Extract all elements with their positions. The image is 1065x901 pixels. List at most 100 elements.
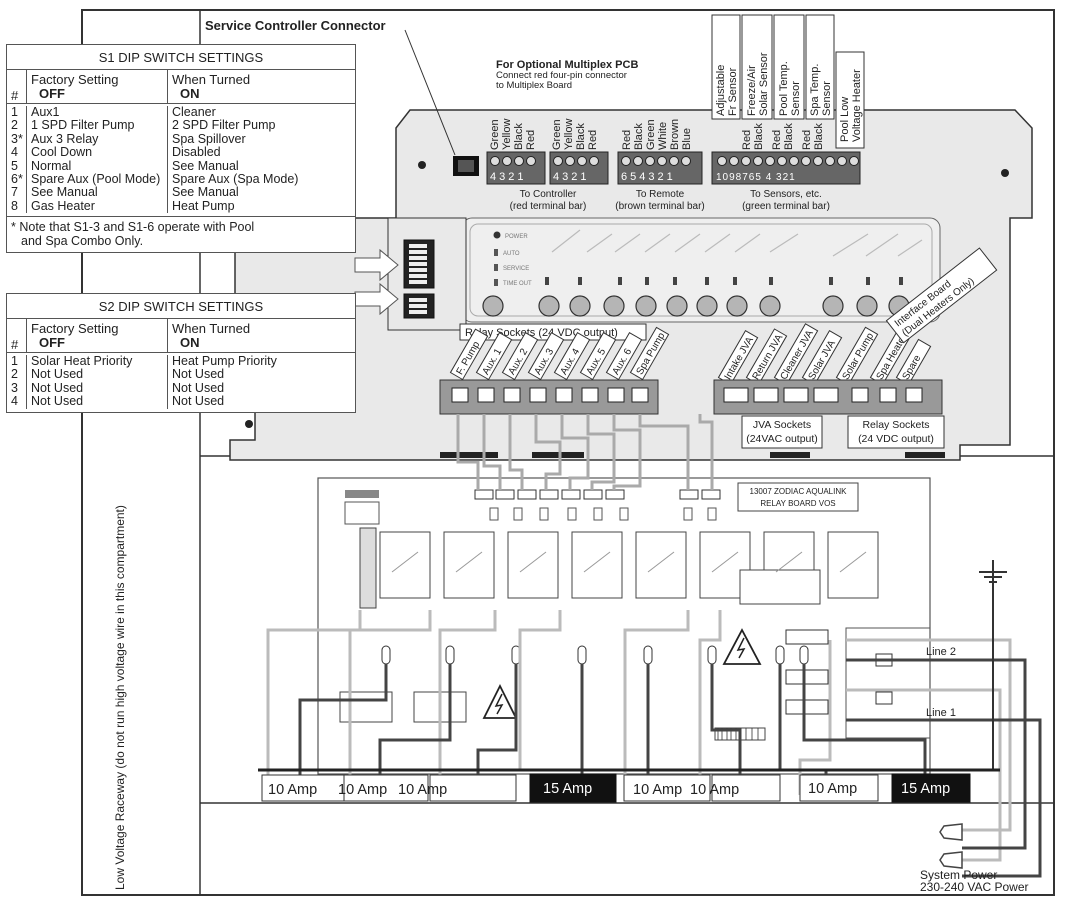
tb2-wire: Black <box>575 123 587 150</box>
table-row: 6*Spare Aux (Pool Mode)Spare Aux (Spa Mo… <box>7 172 355 187</box>
breaker-label: 10 Amp <box>268 782 317 798</box>
sensor-label: Solar Sensor <box>758 52 770 116</box>
turned-on-setting: Heat Pump <box>172 198 235 213</box>
s1-col-turned-sub: ON <box>180 86 200 101</box>
tb3-wire: Black <box>633 123 645 150</box>
cable-end-icon <box>939 851 963 869</box>
turned-on-setting: Cleaner <box>172 105 216 119</box>
factory-setting: Not Used <box>27 394 168 409</box>
tb2-wire: Green <box>551 119 563 150</box>
switch-number: 3 <box>7 381 27 396</box>
terminal-bar-3: Red Black Green White Brown Blue 654321 <box>617 119 703 185</box>
tb1-wire: Red <box>525 130 537 150</box>
breaker <box>343 774 429 802</box>
sensor-label: Sensor <box>790 81 802 116</box>
s1-note-1: * Note that S1-3 and S1-6 operate with P… <box>11 220 255 235</box>
breaker-label: 10 Amp <box>808 781 857 797</box>
s2-arrow <box>354 282 399 316</box>
line-2-label: Line 2 <box>926 646 956 658</box>
panel-button[interactable] <box>759 295 781 317</box>
jva-sockets-sub: (24VAC output) <box>746 433 818 445</box>
sensor-label: Fr Sensor <box>727 67 739 116</box>
panel-button[interactable] <box>726 295 748 317</box>
sensor-wire: Black <box>753 123 765 150</box>
s1-note-2: and Spa Combo Only. <box>21 234 144 249</box>
panel-button[interactable] <box>696 295 718 317</box>
cable-end-icon <box>939 823 963 841</box>
sensor-label: Sensor <box>821 81 833 116</box>
breaker-label: 10 Amp <box>690 782 739 798</box>
panel-button[interactable] <box>482 295 504 317</box>
sensor-label: Adjustable <box>715 65 727 116</box>
to-sensors-sub: (green terminal bar) <box>742 201 830 212</box>
s2-table-title: S2 DIP SWITCH SETTINGS <box>7 294 355 319</box>
sensor-label: Voltage Heater <box>851 69 863 142</box>
breaker-label: 15 Amp <box>543 781 592 797</box>
s1-col-num: # <box>7 70 27 103</box>
panel-button[interactable] <box>569 295 591 317</box>
sensor-wire: Black <box>813 123 825 150</box>
tb4-numbers: 1098765 4 321 <box>716 172 796 183</box>
to-controller-sub: (red terminal bar) <box>510 201 587 212</box>
relay-sockets-bottom-sub: (24 VDC output) <box>858 433 934 445</box>
breaker <box>529 773 617 803</box>
s2-col-num: # <box>7 319 27 352</box>
switch-number: 1 <box>7 354 27 369</box>
raceway-label: Low Voltage Raceway (do not run high vol… <box>113 505 127 890</box>
sensor-label: Pool Temp. <box>778 61 790 116</box>
multiplex-title: For Optional Multiplex PCB <box>496 59 638 71</box>
s2-col-factory-sub: OFF <box>39 335 65 350</box>
to-controller: To Controller <box>520 189 577 200</box>
tb2-wire: Yellow <box>563 119 575 150</box>
relay-sockets-top: Relay Sockets (24 VDC output) <box>465 327 618 339</box>
sensor-label: Freeze/Air <box>746 65 758 116</box>
panel-button[interactable] <box>666 295 688 317</box>
factory-setting: See Manual <box>27 186 168 200</box>
panel-button[interactable] <box>822 295 844 317</box>
tb1-wire: Yellow <box>501 119 513 150</box>
breaker <box>429 774 517 802</box>
switch-number: 1 <box>7 105 27 120</box>
to-remote-sub: (brown terminal bar) <box>615 201 704 212</box>
panel-button[interactable] <box>538 295 560 317</box>
breaker <box>799 774 879 802</box>
turned-on-setting: Not Used <box>172 394 225 409</box>
system-power-sub: 230-240 VAC Power <box>920 880 1029 894</box>
panel-button[interactable] <box>603 295 625 317</box>
turned-on-setting: See Manual <box>172 158 239 173</box>
tb3-wire: Blue <box>681 128 693 150</box>
breaker-label: 10 Amp <box>398 782 447 798</box>
sensor-wire: Red <box>741 130 753 150</box>
panel-button[interactable] <box>856 295 878 317</box>
panel-button[interactable] <box>635 295 657 317</box>
tb3-wire: White <box>657 122 669 150</box>
sensor-label: Spa Temp. <box>809 64 821 116</box>
panel-label-auto: AUTO <box>503 251 520 257</box>
multiplex-desc-1: Connect red four-pin connector <box>496 70 627 81</box>
turned-on-setting: Heat Pump Priority <box>172 354 277 368</box>
factory-setting: 1 SPD Filter Pump <box>27 118 168 133</box>
terminal-bar-4: Red Black Red Black Red Black Adjustable… <box>711 14 865 185</box>
board-subtitle: RELAY BOARD VOS <box>760 499 835 508</box>
factory-setting: Not Used <box>27 367 168 382</box>
panel-label-power: POWER <box>505 234 528 240</box>
board-title: 13007 ZODIAC AQUALINK <box>750 487 848 496</box>
left-relay-socket-bar <box>439 379 659 415</box>
tb3-wire: Brown <box>669 119 681 150</box>
factory-setting: Gas Heater <box>27 199 168 214</box>
s1-col-turned: When Turned <box>172 72 251 87</box>
breaker-label: 10 Amp <box>338 782 387 798</box>
turned-on-setting: Not Used <box>172 367 225 382</box>
s2-col-turned: When Turned <box>172 321 251 336</box>
service-connector-label: Service Controller Connector <box>205 18 386 33</box>
